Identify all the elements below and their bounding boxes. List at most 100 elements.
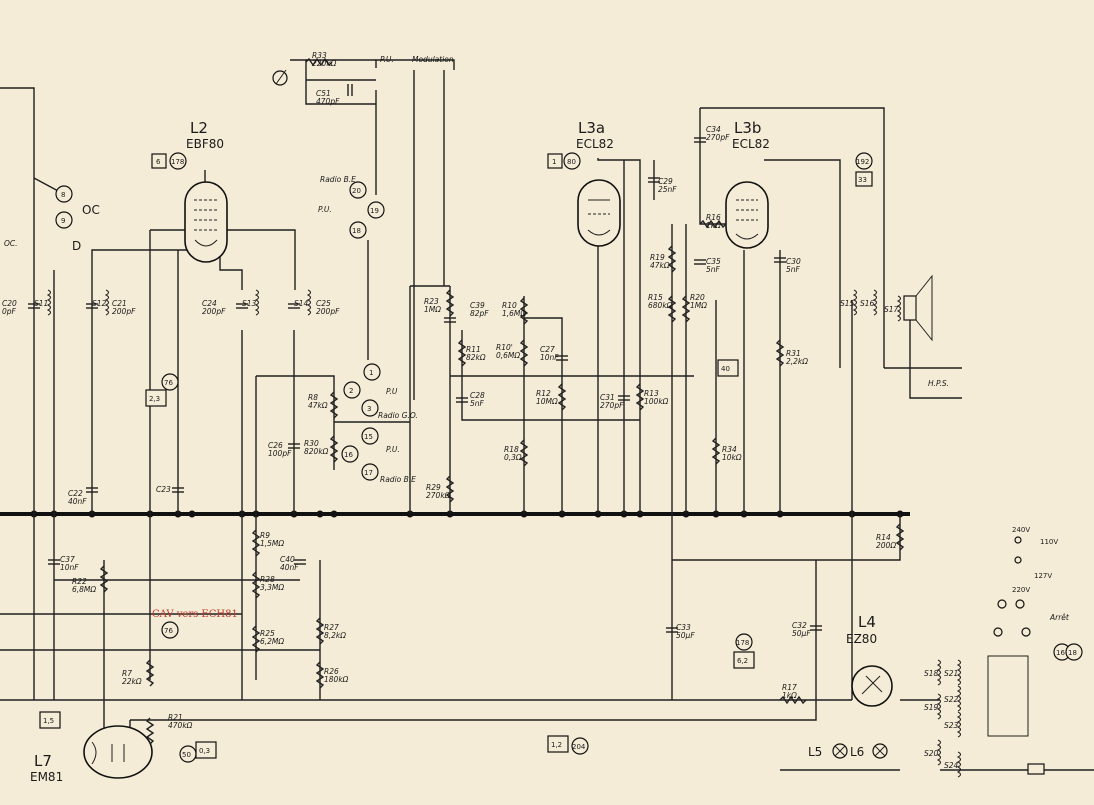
capacitor-value: 82pF <box>470 309 489 318</box>
terminal-76: 76 <box>161 373 179 391</box>
coil-label: S15 <box>840 299 855 308</box>
l7-name: L7 <box>34 752 52 770</box>
coil-s18: S18 <box>924 659 941 686</box>
tube-l3b: L3b ECL82 192 33 <box>725 119 873 249</box>
capacitor-value: 200pF <box>202 307 226 316</box>
capacitor-value: 470pF <box>316 97 340 106</box>
l2-name: L2 <box>190 119 208 137</box>
coil-s24: S24 <box>944 751 961 778</box>
resistor-id: R15 <box>648 293 663 302</box>
coil-s23: S23 <box>944 711 961 738</box>
coil-label: S17 <box>884 305 899 314</box>
coil-label: S14 <box>294 299 309 308</box>
resistor-value: 82kΩ <box>466 353 486 362</box>
resistor-value: 1kΩ <box>706 221 721 230</box>
capacitor-value: 200pF <box>316 307 340 316</box>
annotation-cav: CAV vers ECH81 <box>152 609 238 620</box>
coil-label: S18 <box>924 669 939 678</box>
l2-pin-circle: 178 <box>171 158 184 166</box>
capacitor-value: 50µF <box>676 631 695 640</box>
resistor-value: 270kΩ <box>426 491 451 500</box>
capacitor-value: 5nF <box>470 399 485 408</box>
resistor-value: 100kΩ <box>644 397 669 406</box>
capacitor-value: 10nF <box>60 563 79 572</box>
resistor-value: 10kΩ <box>722 453 742 462</box>
terminal-label: 19 <box>370 207 379 215</box>
lamp-l6: L6 <box>850 745 864 759</box>
resistor-id: R33 <box>312 51 327 60</box>
resistor-value: 0,6MΩ <box>496 351 520 360</box>
coil-s17: S17 <box>884 295 901 322</box>
coil-s21: S21 <box>944 659 961 686</box>
terminal-label: 1 <box>369 369 373 377</box>
resistor-id: R9 <box>260 531 270 540</box>
terminal-3: 3 <box>361 399 379 417</box>
resistor-value: 1,5MΩ <box>260 539 284 548</box>
label-127v: 127V <box>1034 572 1052 580</box>
coil-s11: S11 <box>34 289 51 316</box>
resistor-id: R8 <box>308 393 318 402</box>
coil-label: S20 <box>924 749 939 758</box>
l4-name: L4 <box>858 613 876 631</box>
resistor-r10p: R10'0,6MΩ <box>496 339 529 367</box>
capacitor-id: C26 <box>268 441 283 450</box>
capacitor-id: C33 <box>676 623 691 632</box>
capacitor-value: 0pF <box>2 307 17 316</box>
terminal-label: 18 <box>1068 649 1077 657</box>
capacitor-id: C31 <box>600 393 615 402</box>
l3a-pin-box: 1 <box>552 158 556 166</box>
resistor-id: R34 <box>722 445 737 454</box>
capacitor-value: 270pF <box>706 133 730 142</box>
resistor-id: R19 <box>650 253 665 262</box>
terminal-label: 8 <box>61 191 65 199</box>
label-pu-down: P.U. <box>318 205 332 214</box>
pin-box-label: 40 <box>721 365 730 373</box>
capacitor-id: C23 <box>156 485 171 494</box>
pin-box-label: 2,3 <box>149 395 160 403</box>
terminal-label: 15 <box>364 433 373 441</box>
coil-label: S23 <box>944 721 959 730</box>
label-radio-go: Radio G.O. <box>378 411 418 420</box>
pin-box-2-3: 2,3 <box>145 389 167 407</box>
terminal-204: 204 <box>571 737 589 755</box>
resistor-value: 1,6MΩ <box>502 309 526 318</box>
capacitor-id: C24 <box>202 299 217 308</box>
resistor-id: R10' <box>496 343 513 352</box>
pin-box-label: 1,5 <box>43 717 54 725</box>
coil-s16: S16 <box>860 289 877 316</box>
speaker <box>903 274 933 342</box>
terminal-2: 2 <box>343 381 361 399</box>
resistor-id: R20 <box>690 293 705 302</box>
resistor-value: 1kΩ <box>782 691 797 700</box>
resistor-value: 6,8MΩ <box>72 585 96 594</box>
resistor-id: R7 <box>122 669 132 678</box>
terminal-15: 15 <box>361 427 379 445</box>
capacitor-id: C34 <box>706 125 721 134</box>
coil-s15: S15 <box>840 289 857 316</box>
l2-pin-box: 6 <box>156 158 161 166</box>
terminal-19: 19 <box>367 201 385 219</box>
l3b-type: ECL82 <box>732 137 770 151</box>
